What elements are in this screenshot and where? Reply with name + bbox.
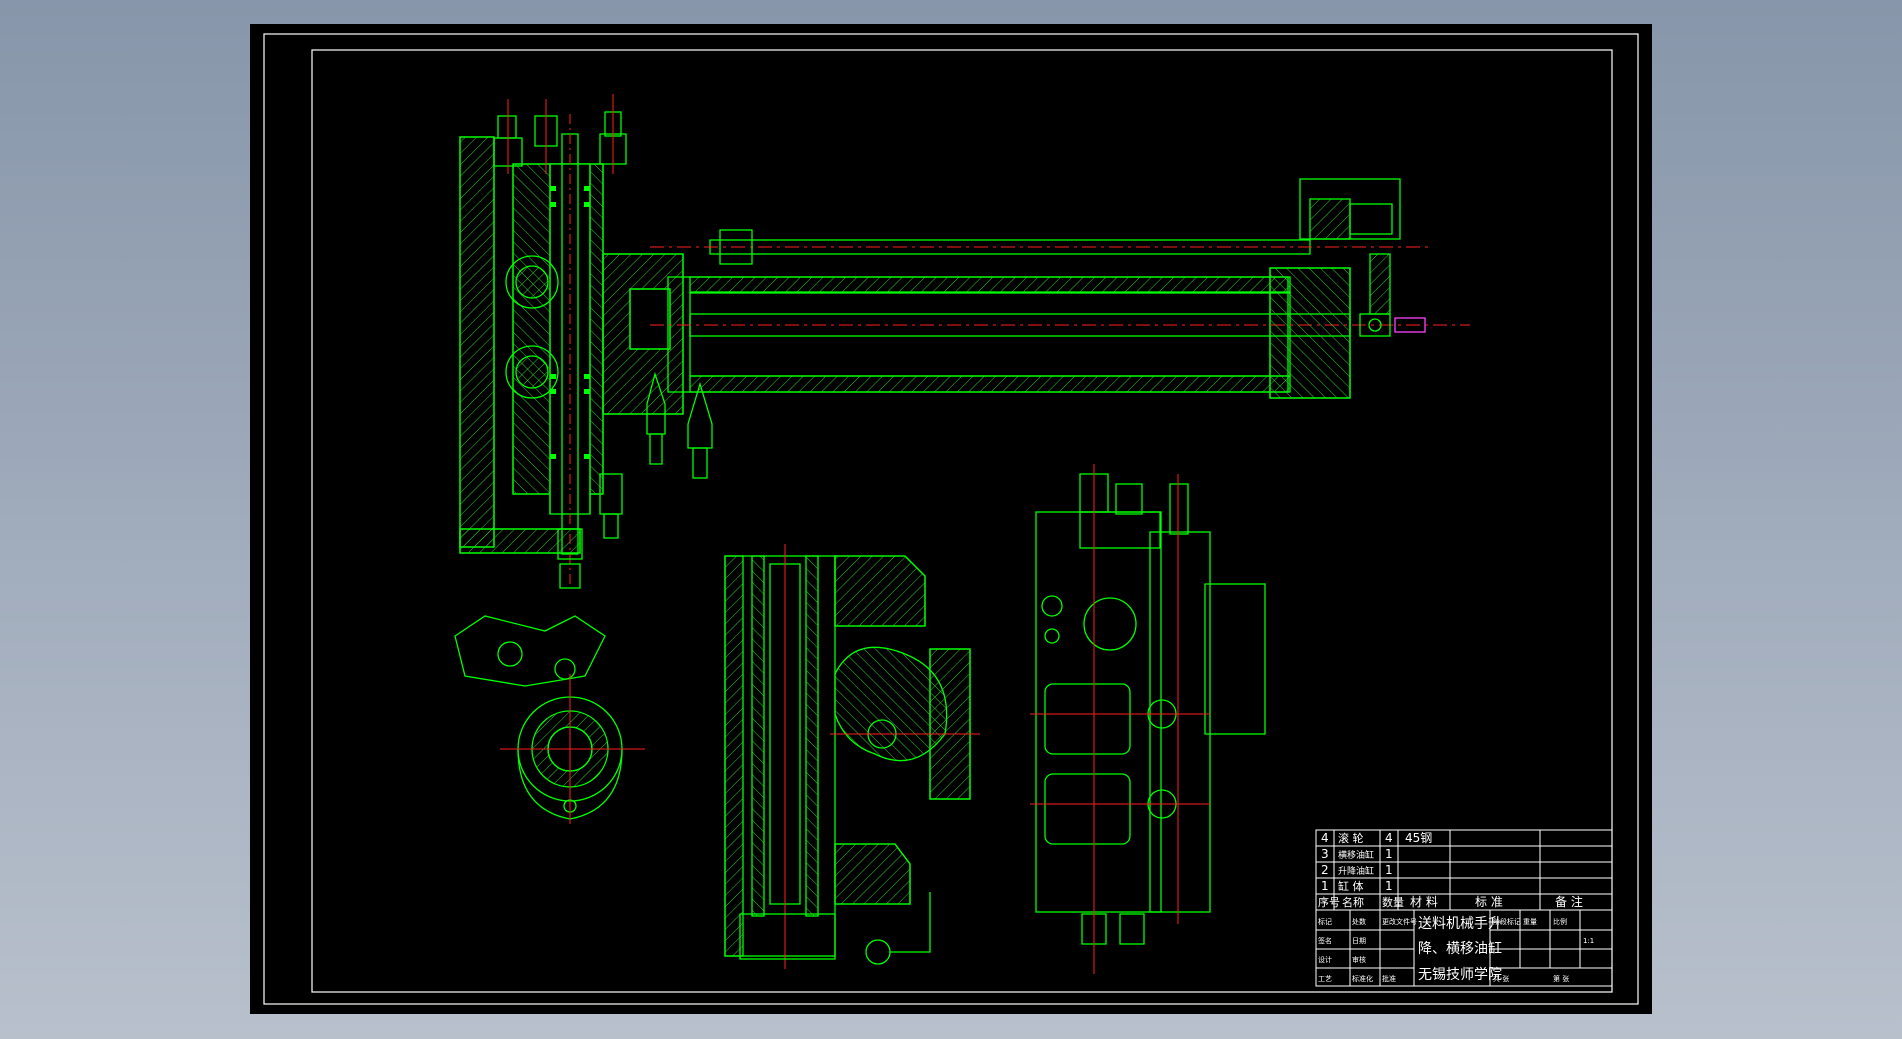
- right-cell: 第 张: [1553, 974, 1569, 983]
- part-1-qty: 1: [1385, 879, 1393, 893]
- section-view: [724, 544, 980, 969]
- header-standard: 标 准: [1475, 895, 1503, 909]
- parts-list: 4 滚 轮 4 45钢 3 横移油缸 1 2 升降油缸 1 1 缸 体 1 序号…: [1318, 831, 1583, 909]
- header-remark: 备 注: [1555, 894, 1583, 909]
- part-2-qty: 1: [1385, 863, 1393, 877]
- header-qty: 数量: [1382, 896, 1404, 909]
- part-3-name: 横移油缸: [1338, 849, 1374, 861]
- part-4-index: 4: [1321, 831, 1329, 845]
- title-line-1: 送料机械手升: [1418, 916, 1502, 932]
- sign-cell: 工艺: [1318, 975, 1332, 983]
- sign-cell: 标准化: [1352, 974, 1373, 983]
- header-material: 材 料: [1410, 895, 1438, 909]
- drawing-title: 送料机械手升 降、横移油缸 无锡技师学院: [1418, 916, 1502, 983]
- part-4-material: 45钢: [1405, 831, 1432, 845]
- sign-cell: 批准: [1382, 974, 1396, 983]
- part-3-qty: 1: [1385, 847, 1393, 861]
- part-4-qty: 4: [1385, 831, 1393, 845]
- header-index: 序号: [1318, 895, 1340, 909]
- sign-cell: 更改文件号: [1382, 917, 1417, 926]
- title-line-2: 降、横移油缸: [1418, 940, 1502, 957]
- part-2-index: 2: [1321, 863, 1329, 877]
- roller-bracket-view: [454, 615, 645, 824]
- signature-cells: 标记 处数 更改文件号 签名 日期 设计 审核 工艺 标准化 批准 阶段标记 重…: [1318, 917, 1594, 983]
- outer-frame: [263, 33, 1639, 1005]
- right-cell: 1:1: [1583, 937, 1594, 945]
- part-2-name: 升降油缸: [1338, 865, 1374, 877]
- main-assembly-view: [459, 94, 1470, 589]
- sign-cell: 设计: [1318, 955, 1332, 964]
- sign-cell: 审核: [1352, 955, 1366, 964]
- sign-cell: 签名: [1318, 936, 1332, 945]
- part-4-name: 滚 轮: [1338, 831, 1364, 845]
- cad-drawing: 4 滚 轮 4 45钢 3 横移油缸 1 2 升降油缸 1 1 缸 体 1 序号…: [263, 33, 1639, 1005]
- header-name: 名称: [1342, 895, 1364, 909]
- sign-cell: 处数: [1352, 917, 1366, 926]
- sign-cell: 日期: [1352, 937, 1366, 945]
- title-block: [1315, 829, 1613, 987]
- drawing-sheet: 4 滚 轮 4 45钢 3 横移油缸 1 2 升降油缸 1 1 缸 体 1 序号…: [250, 24, 1652, 1014]
- part-3-index: 3: [1321, 847, 1329, 861]
- part-1-name: 缸 体: [1338, 879, 1364, 893]
- part-1-index: 1: [1321, 879, 1329, 893]
- right-cell: 比例: [1553, 917, 1567, 926]
- right-cell: 阶段标记: [1493, 917, 1521, 926]
- inner-frame: [311, 49, 1613, 993]
- right-cell: 重量: [1523, 918, 1537, 926]
- right-cell: 共 张: [1493, 974, 1509, 983]
- sign-cell: 标记: [1318, 917, 1332, 926]
- valve-block-view: [1030, 464, 1266, 974]
- school-name: 无锡技师学院: [1418, 967, 1502, 983]
